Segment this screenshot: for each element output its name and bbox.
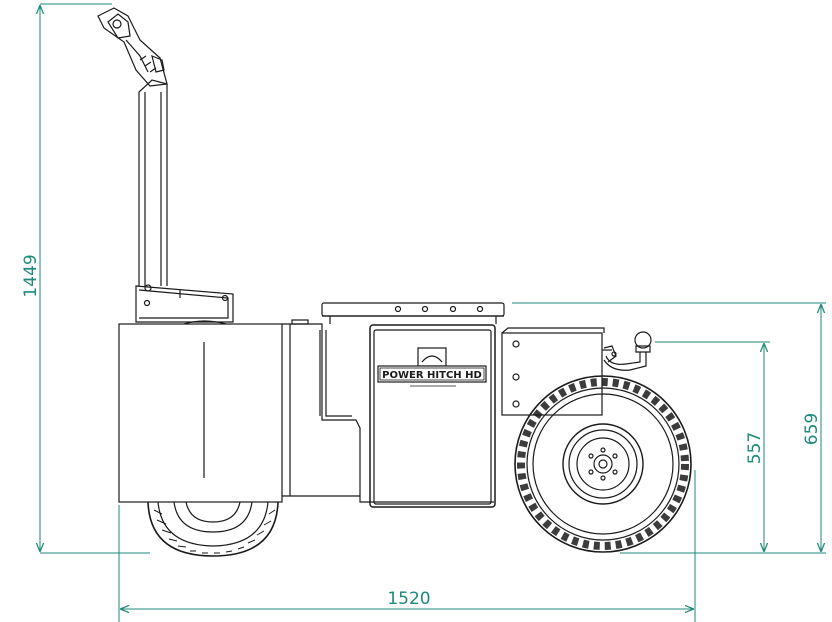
front-wheel [514,375,692,553]
tiller-handle [97,7,168,286]
tow-hitch-ball [603,331,652,371]
hitch-height-value: 557 [745,432,765,464]
tiller-base-bracket [135,284,234,323]
dimension-lines [40,3,826,622]
top-deck-plate [321,302,505,324]
tug-machine: POWER HITCH HD [97,7,692,557]
rear-battery-box [118,320,283,503]
control-box [369,324,496,508]
deck-height-value: 659 [802,413,822,445]
product-label: POWER HITCH HD [382,370,482,381]
rear-wheel [147,501,279,557]
chassis-frame [282,319,494,503]
dimension-values: 1449 1520 557 659 [21,254,822,609]
overall-height-value: 1449 [21,254,41,297]
overall-length-value: 1520 [387,589,430,609]
front-panel [501,327,612,416]
